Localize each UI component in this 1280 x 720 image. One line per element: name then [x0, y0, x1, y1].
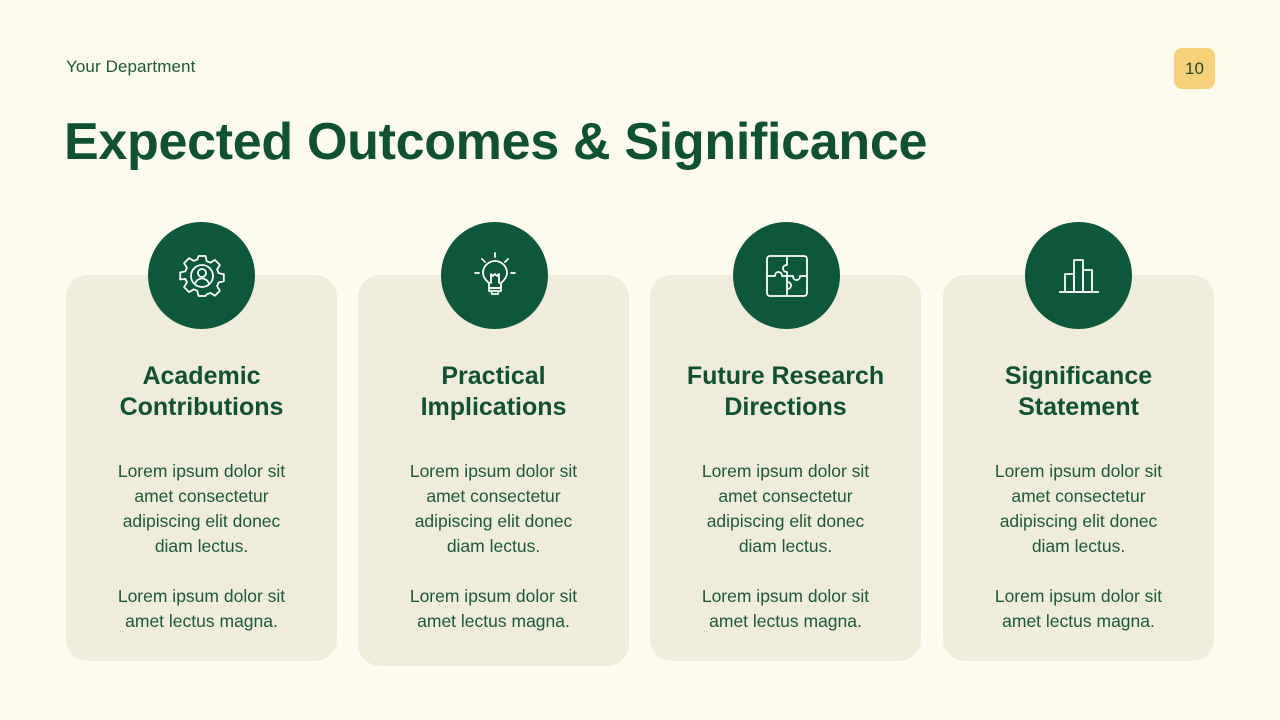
card-paragraph: Lorem ipsum dolor sit amet lectus magna. — [117, 586, 286, 631]
card-body: Lorem ipsum dolor sit amet consectetur a… — [650, 459, 921, 634]
card-paragraph: Lorem ipsum dolor sit amet consectetur a… — [117, 461, 286, 556]
card-body: Lorem ipsum dolor sit amet consectetur a… — [358, 459, 629, 634]
card-body: Lorem ipsum dolor sit amet consectetur a… — [943, 459, 1214, 634]
slide-title: Expected Outcomes & Significance — [64, 113, 928, 171]
page-number-badge: 10 — [1174, 48, 1215, 89]
card-title: Academic Contributions — [119, 362, 284, 421]
card-paragraph: Lorem ipsum dolor sit amet lectus magna. — [409, 586, 578, 631]
card-practical-implications: Practical Implications Lorem ipsum dolor… — [358, 275, 629, 666]
puzzle-icon — [733, 222, 840, 329]
bar-chart-icon — [1025, 222, 1132, 329]
lightbulb-icon — [441, 222, 548, 329]
card-title: Future Research Directions — [686, 362, 885, 421]
card-future-research: Future Research Directions Lorem ipsum d… — [650, 275, 921, 661]
card-paragraph: Lorem ipsum dolor sit amet consectetur a… — [701, 461, 870, 556]
card-paragraph: Lorem ipsum dolor sit amet consectetur a… — [409, 461, 578, 556]
card-title: Significance Statement — [1004, 362, 1153, 421]
card-significance-statement: Significance Statement Lorem ipsum dolor… — [943, 275, 1214, 661]
card-paragraph: Lorem ipsum dolor sit amet consectetur a… — [994, 461, 1163, 556]
card-paragraph: Lorem ipsum dolor sit amet lectus magna. — [994, 586, 1163, 631]
department-label: Your Department — [66, 57, 196, 76]
gear-user-icon — [148, 222, 255, 329]
card-title: Practical Implications — [420, 362, 567, 421]
card-body: Lorem ipsum dolor sit amet consectetur a… — [66, 459, 337, 634]
card-academic-contributions: Academic Contributions Lorem ipsum dolor… — [66, 275, 337, 661]
card-paragraph: Lorem ipsum dolor sit amet lectus magna. — [701, 586, 870, 631]
